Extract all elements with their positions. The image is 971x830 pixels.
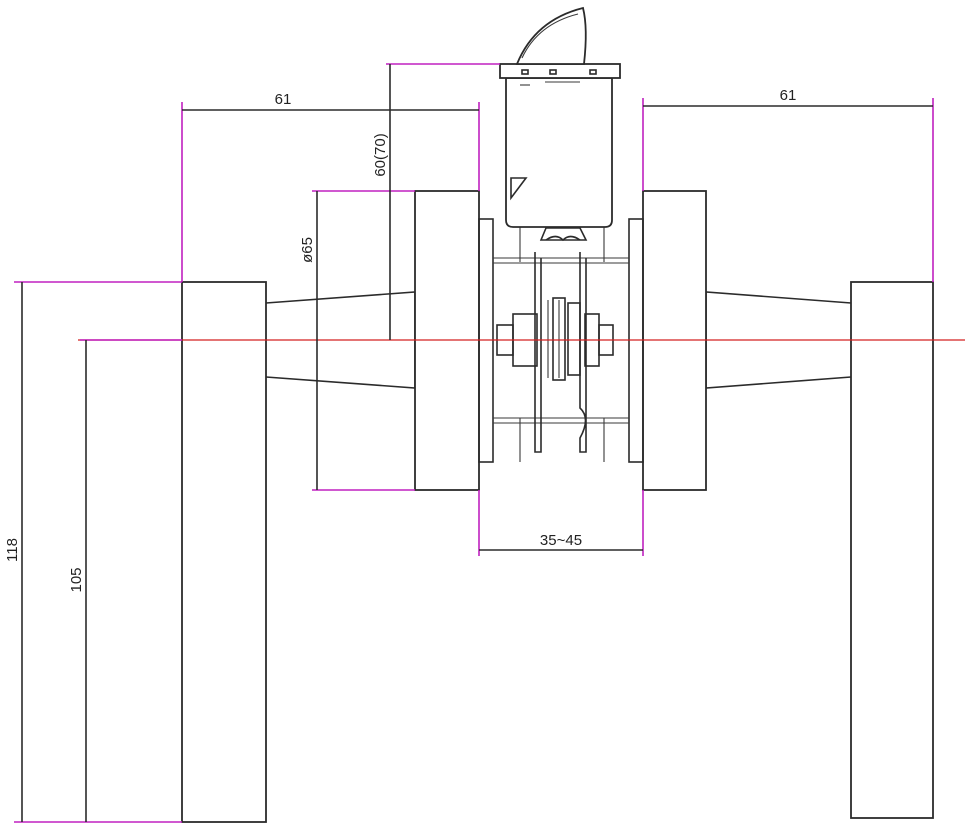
dim-label-rose-diameter: ø65 [299, 237, 316, 263]
extension-lines [14, 63, 934, 823]
left-latch-bracket [534, 252, 542, 453]
dim-label-length-center: 105 [68, 567, 85, 592]
right-lever-handle [705, 281, 934, 819]
dim-label-length-total: 118 [4, 538, 21, 562]
dimension-lines [21, 64, 933, 822]
left-lever-grip [181, 281, 267, 823]
dim-label-lever-left: 61 [275, 91, 292, 108]
right-lever-grip [850, 281, 934, 819]
spindle-slot [567, 302, 581, 376]
cylinder-top-flange [499, 63, 621, 79]
latch-neck [539, 227, 588, 241]
dim-label-door-thickness: 35~45 [540, 532, 582, 549]
right-latch-bracket [579, 252, 587, 453]
thumb-turn-knob [515, 6, 587, 65]
cylinder-arrow-mark [510, 177, 528, 201]
spindle-core [552, 297, 566, 381]
dim-label-backset: 60(70) [372, 133, 389, 176]
latch-tip [545, 235, 581, 242]
left-lever-handle [181, 281, 416, 823]
cylinder-housing [499, 6, 621, 228]
cylinder-body [505, 77, 613, 228]
dim-label-lever-right: 61 [780, 87, 797, 104]
